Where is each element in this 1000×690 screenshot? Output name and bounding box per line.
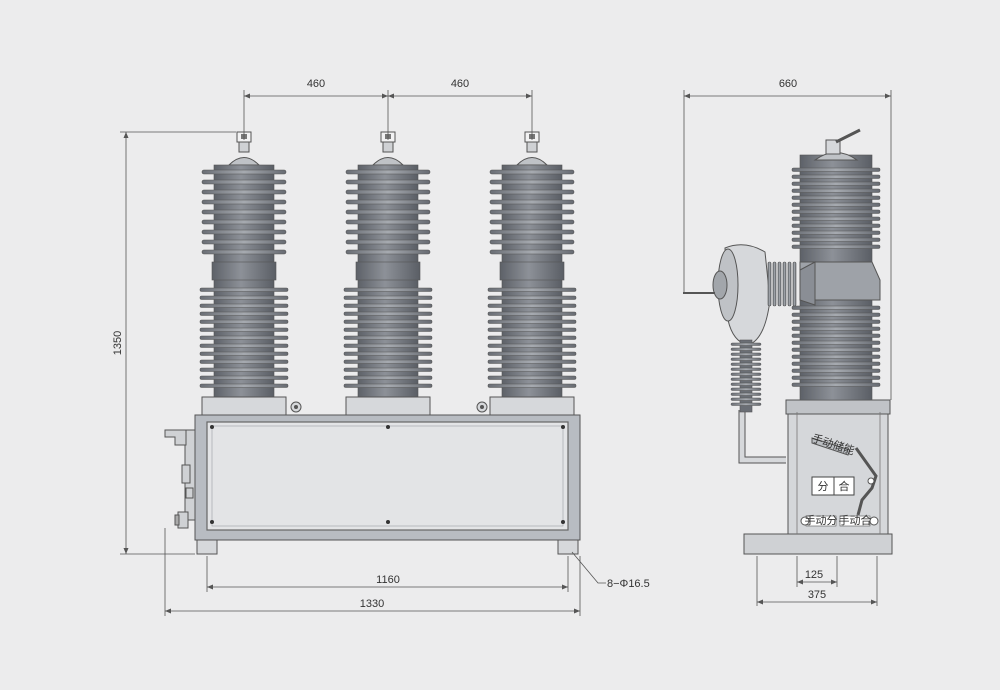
side-pole-insulator bbox=[791, 152, 881, 401]
side-fittings bbox=[164, 429, 196, 529]
pole-3 bbox=[487, 131, 577, 416]
plate-label-manual-open: 手动分 bbox=[805, 513, 838, 527]
dim-height: 1350 bbox=[112, 331, 124, 355]
dim-overall-depth: 660 bbox=[779, 78, 797, 90]
dim-pole-spacing-right: 460 bbox=[451, 78, 469, 90]
cabinet bbox=[164, 401, 581, 555]
close-label: 合 bbox=[839, 479, 850, 493]
horizontal-bushing bbox=[683, 244, 816, 346]
lifting-eye-left bbox=[290, 401, 302, 413]
dimension-lines bbox=[120, 90, 606, 616]
side-dimension-lines bbox=[683, 90, 892, 606]
front-view: 460 460 1350 1160 1330 8−Φ16.5 bbox=[112, 78, 650, 616]
ct-insulator bbox=[730, 339, 762, 413]
top-lever bbox=[825, 128, 861, 155]
side-base bbox=[743, 533, 893, 555]
dim-overall-width: 1330 bbox=[360, 598, 384, 610]
plate-label-manual-close: 手动合 bbox=[839, 513, 872, 527]
dim-pole-spacing-left: 460 bbox=[307, 78, 325, 90]
charging-handle bbox=[811, 437, 851, 456]
lifting-eye-right bbox=[476, 401, 488, 413]
dim-mount-hole-spacing: 1160 bbox=[376, 574, 400, 586]
side-view: 分 合 手动分 手动合 手动储能 bbox=[683, 78, 893, 606]
pole-2 bbox=[343, 131, 433, 416]
close-indicator bbox=[833, 476, 855, 496]
dim-base-outer: 375 bbox=[808, 589, 826, 601]
foot-right bbox=[557, 539, 579, 555]
foot-left bbox=[196, 539, 218, 555]
dim-base-inner: 125 bbox=[805, 569, 823, 581]
pole-1 bbox=[199, 131, 289, 416]
mechanism-box bbox=[787, 411, 889, 535]
dim-mount-holes: 8−Φ16.5 bbox=[607, 578, 650, 590]
open-label: 分 bbox=[818, 480, 829, 493]
insulator-poles bbox=[199, 131, 577, 416]
